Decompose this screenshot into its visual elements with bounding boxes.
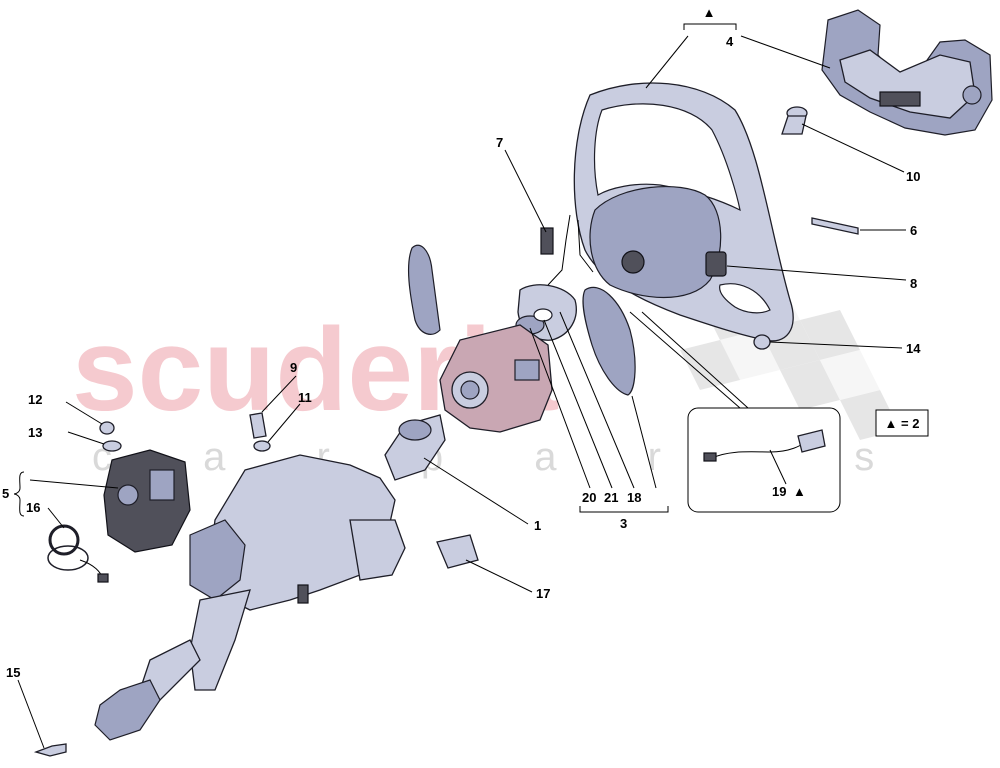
- label-14: 14: [906, 341, 921, 356]
- label-19: 19: [772, 484, 786, 499]
- label-6: 6: [910, 223, 917, 238]
- left-paddle-shifter: [407, 244, 441, 335]
- label-20: 20: [582, 490, 596, 505]
- part-7-connector: [540, 227, 554, 255]
- label-11: 11: [298, 390, 312, 405]
- label-18: 18: [627, 490, 641, 505]
- label-8: 8: [910, 276, 917, 291]
- part-17-bracket: [436, 534, 479, 569]
- part-15-screw: [33, 743, 67, 757]
- inset-box-part-19: [687, 407, 841, 513]
- label-12: 12: [28, 392, 42, 407]
- part-9-screw: [249, 412, 267, 439]
- steering-lock-housing: [439, 324, 553, 433]
- part-16-antenna-ring: [47, 524, 109, 583]
- part-12-screw: [99, 421, 115, 435]
- part-6-pin: [811, 217, 859, 235]
- part-11-washer: [253, 440, 271, 452]
- label-7: 7: [496, 135, 503, 150]
- group-triangle: ▲: [703, 5, 716, 20]
- quantity-note: ▲ = 2: [875, 409, 929, 437]
- label-21: 21: [604, 490, 618, 505]
- note-text: ▲ = 2: [885, 416, 920, 431]
- steering-wheel: [573, 82, 794, 350]
- wire-7: [547, 214, 571, 286]
- part-4-control-module: [821, 9, 993, 136]
- part-5-module: [103, 449, 191, 553]
- part-labels: ▲ 4 10 6 7 8 14 9 11 12 13 5 16 1 17 15 …: [2, 5, 921, 680]
- part-14-cap: [753, 334, 771, 350]
- label-17: 17: [536, 586, 550, 601]
- label-15: 15: [6, 665, 20, 680]
- label-1: 1: [534, 518, 541, 533]
- part-10-bolt: [781, 106, 808, 135]
- label-10: 10: [906, 169, 920, 184]
- leader-lines: [13, 23, 907, 749]
- part-1-steering-column: [94, 414, 446, 741]
- label-5: 5: [2, 486, 9, 501]
- wire-7b: [577, 219, 594, 273]
- part-3-clockspring: [515, 284, 577, 341]
- label-3: 3: [620, 516, 627, 531]
- label-16: 16: [26, 500, 40, 515]
- part-13-washer: [102, 440, 122, 452]
- label-4: 4: [726, 34, 734, 49]
- part-8-switch: [705, 251, 727, 277]
- right-paddle-shifter: [582, 286, 636, 396]
- label-9: 9: [290, 360, 297, 375]
- label-19-triangle: ▲: [793, 484, 806, 499]
- label-13: 13: [28, 425, 42, 440]
